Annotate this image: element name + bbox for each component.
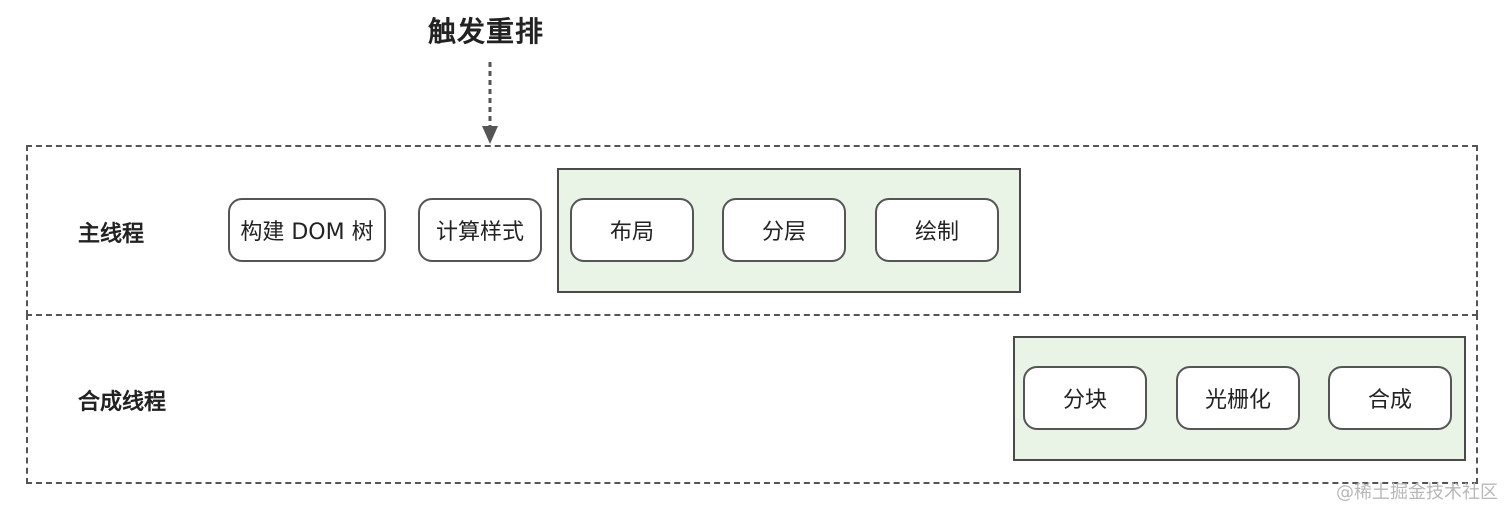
main-thread-label: 主线程 — [78, 222, 145, 247]
step-raster: 光栅化 — [1176, 366, 1300, 430]
step-layer: 分层 — [722, 198, 846, 262]
step-tiling: 分块 — [1023, 366, 1147, 430]
trigger-arrow — [482, 62, 498, 144]
step-paint: 绘制 — [875, 198, 999, 262]
main-thread-lane — [26, 145, 1478, 316]
compositor-thread-label: 合成线程 — [78, 390, 167, 415]
step-compute-style: 计算样式 — [418, 198, 542, 262]
watermark: @稀土掘金技术社区 — [1336, 482, 1498, 503]
step-build-dom-tree: 构建 DOM 树 — [228, 198, 386, 262]
step-layout: 布局 — [570, 198, 694, 262]
trigger-title: 触发重排 — [428, 15, 545, 48]
step-composite: 合成 — [1328, 366, 1452, 430]
compositor-thread-lane — [26, 314, 1478, 484]
